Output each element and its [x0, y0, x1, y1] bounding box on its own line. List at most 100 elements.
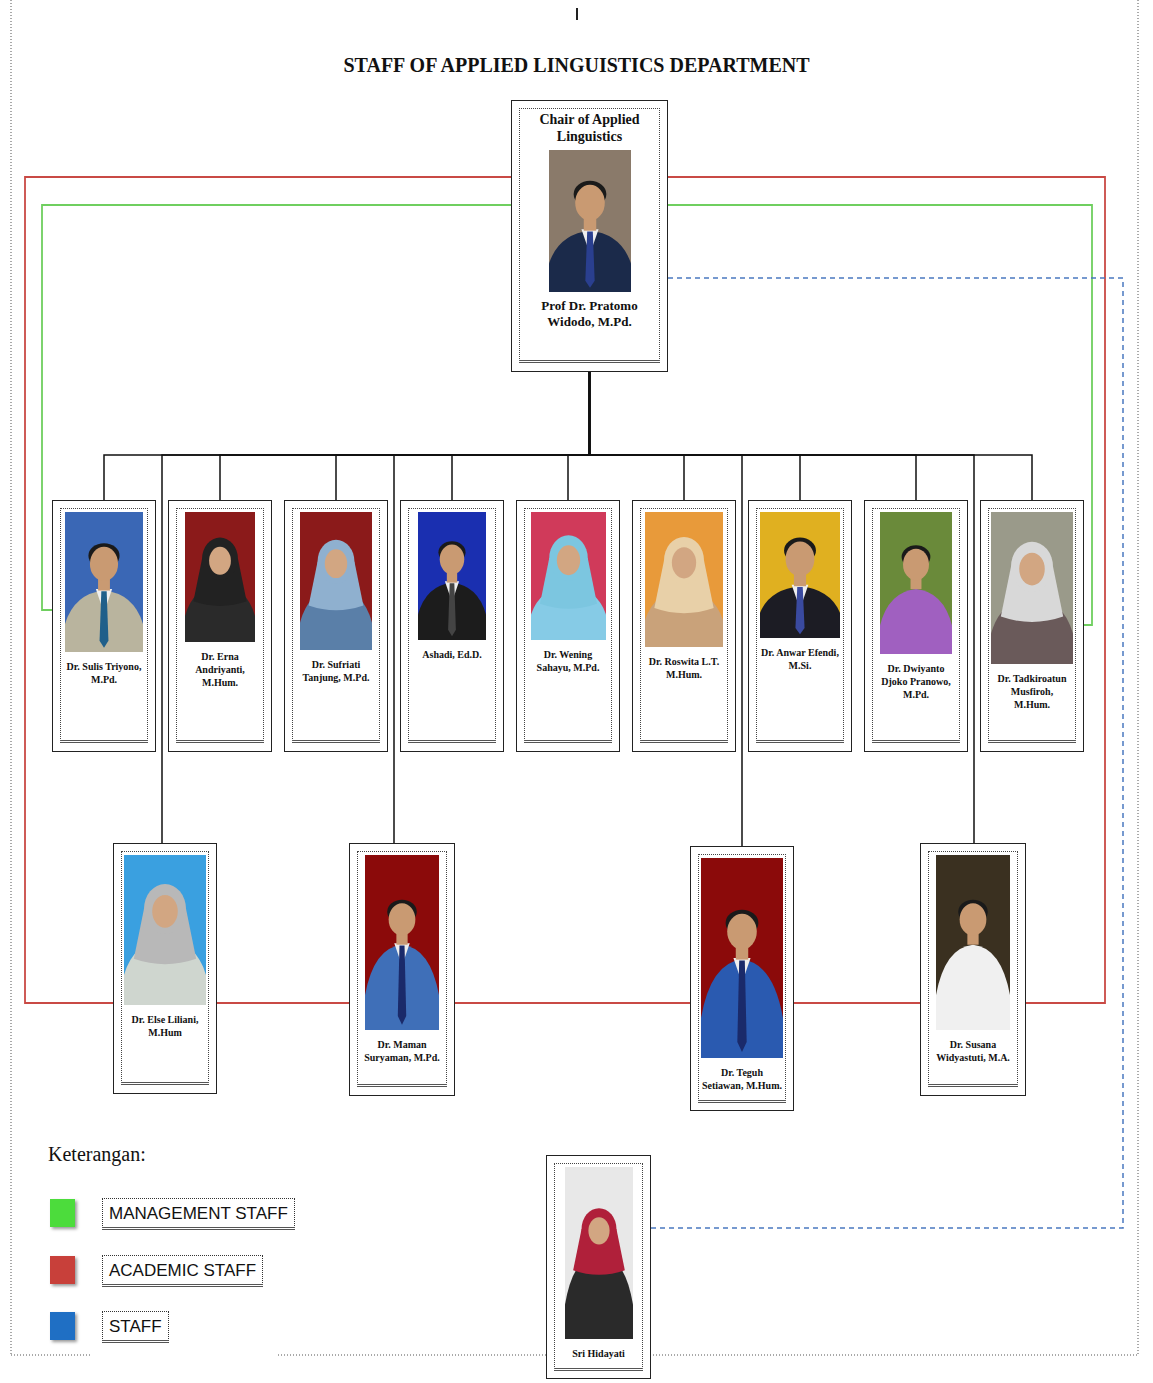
photo-headscarf	[549, 535, 587, 581]
staff-box: Dr. Susana Widyastuti, M.A.	[920, 843, 1026, 1096]
person-name: Dr. Sulis Triyono, M.Pd.	[64, 660, 144, 686]
inner-frame: Dr. Maman Suryaman, M.Pd.	[357, 851, 447, 1087]
frame-line	[278, 1355, 1138, 1356]
portrait-photo	[65, 512, 143, 652]
photo-body	[418, 583, 486, 640]
staff-box: Dr. Sufriati Tanjung, M.Pd.	[284, 500, 388, 752]
inner-frame: Sri Hidayati	[554, 1163, 643, 1371]
legend-swatch	[50, 1256, 75, 1284]
portrait-photo	[991, 512, 1073, 664]
inner-frame: Dr. Teguh Setiawan, M.Hum.	[698, 854, 786, 1103]
photo-background	[300, 512, 372, 650]
academic-line	[455, 1002, 690, 1004]
diagram-title: STAFF OF APPLIED LINGUISTICS DEPARTMENT	[0, 54, 1153, 77]
portrait-photo	[565, 1167, 633, 1339]
staff-box: Dr. Erna Andriyanti, M.Hum.	[168, 500, 272, 752]
tree-connector	[590, 372, 801, 500]
inner-frame: Ashadi, Ed.D.	[408, 508, 496, 743]
tree-connector	[104, 372, 590, 500]
academic-line	[668, 177, 1105, 1003]
tick-mark	[576, 8, 578, 20]
tree-connector	[162, 372, 590, 843]
photo-background	[365, 855, 439, 1030]
academic-line	[217, 1002, 349, 1004]
photo-face	[556, 545, 579, 575]
portrait-photo	[880, 512, 952, 654]
staff-box: Dr. Anwar Efendi, M.Si.	[748, 500, 852, 752]
inner-frame: Dr. Erna Andriyanti, M.Hum.	[176, 508, 264, 743]
tree-connector	[220, 372, 590, 500]
photo-face	[152, 895, 178, 928]
photo-neck	[967, 932, 978, 945]
photo-hair	[726, 910, 759, 936]
tree-connector	[590, 372, 685, 500]
photo-body	[300, 588, 372, 650]
inner-frame: Dr. Sulis Triyono, M.Pd.	[60, 508, 148, 743]
photo-background	[760, 512, 840, 638]
staff-box: Dr. Teguh Setiawan, M.Hum.	[690, 846, 794, 1111]
photo-background	[418, 512, 486, 640]
photo-neck	[396, 932, 407, 945]
photo-face	[786, 541, 815, 576]
portrait-photo	[531, 512, 606, 640]
tree-connector	[590, 372, 1033, 500]
staff-box: Sri Hidayati	[546, 1155, 651, 1379]
photo-neck	[447, 571, 457, 583]
legend-heading: Keterangan:	[48, 1143, 146, 1166]
photo-face	[389, 903, 416, 935]
photo-body	[565, 1253, 633, 1339]
photo-headscarf	[318, 540, 355, 584]
photo-body	[880, 589, 952, 654]
legend-text: ACADEMIC STAFF	[102, 1255, 263, 1287]
photo-neck	[736, 946, 748, 960]
photo-body	[991, 596, 1073, 664]
photo-body	[185, 584, 255, 642]
photo-face	[727, 914, 757, 950]
management-line	[668, 205, 1092, 625]
staff-line	[651, 278, 1123, 1228]
box-heading: Chair of Applied Linguistics	[523, 112, 656, 146]
academic-line	[25, 177, 511, 1003]
tree-connector	[590, 372, 917, 500]
photo-tie	[737, 960, 746, 1052]
photo-tie	[100, 591, 109, 648]
photo-face	[325, 549, 347, 578]
photo-background	[936, 855, 1010, 1030]
photo-background	[549, 150, 631, 292]
photo-face	[440, 545, 465, 575]
person-name: Dr. Sufriati Tanjung, M.Pd.	[296, 658, 376, 684]
photo-headscarf	[573, 1229, 625, 1275]
frame-line	[11, 0, 12, 1355]
photo-hair	[958, 900, 988, 924]
inner-frame: Dr. Else Liliani, M.Hum	[121, 851, 209, 1085]
photo-background	[185, 512, 255, 642]
photo-body	[645, 589, 723, 647]
photo-shirt	[733, 958, 750, 983]
chair-box: Chair of Applied LinguisticsProf Dr. Pra…	[511, 100, 668, 372]
person-name: Dr. Tadkiroatun Musfiroh, M.Hum.	[992, 672, 1072, 711]
portrait-photo	[701, 858, 783, 1058]
photo-body	[531, 585, 606, 640]
photo-tie	[448, 583, 456, 636]
photo-body	[365, 945, 439, 1030]
photo-body	[124, 939, 206, 1005]
inner-frame: Dr. Dwiyanto Djoko Pranowo, M.Pd.	[872, 508, 960, 743]
photo-background	[701, 858, 783, 1058]
photo-headscarf	[664, 537, 704, 584]
photo-neck	[583, 216, 595, 230]
frame-line	[1138, 0, 1139, 1355]
photo-headscarf	[581, 1208, 616, 1249]
photo-face	[960, 903, 987, 935]
photo-shirt	[394, 943, 409, 965]
photo-headscarf	[1011, 542, 1053, 592]
photo-background	[65, 512, 143, 652]
portrait-photo	[760, 512, 840, 638]
tree-connector	[336, 372, 590, 500]
photo-neck	[794, 573, 806, 587]
photo-hair	[573, 180, 606, 206]
legend-text: MANAGEMENT STAFF	[102, 1198, 295, 1230]
photo-hair	[902, 545, 931, 568]
management-line	[42, 205, 511, 610]
